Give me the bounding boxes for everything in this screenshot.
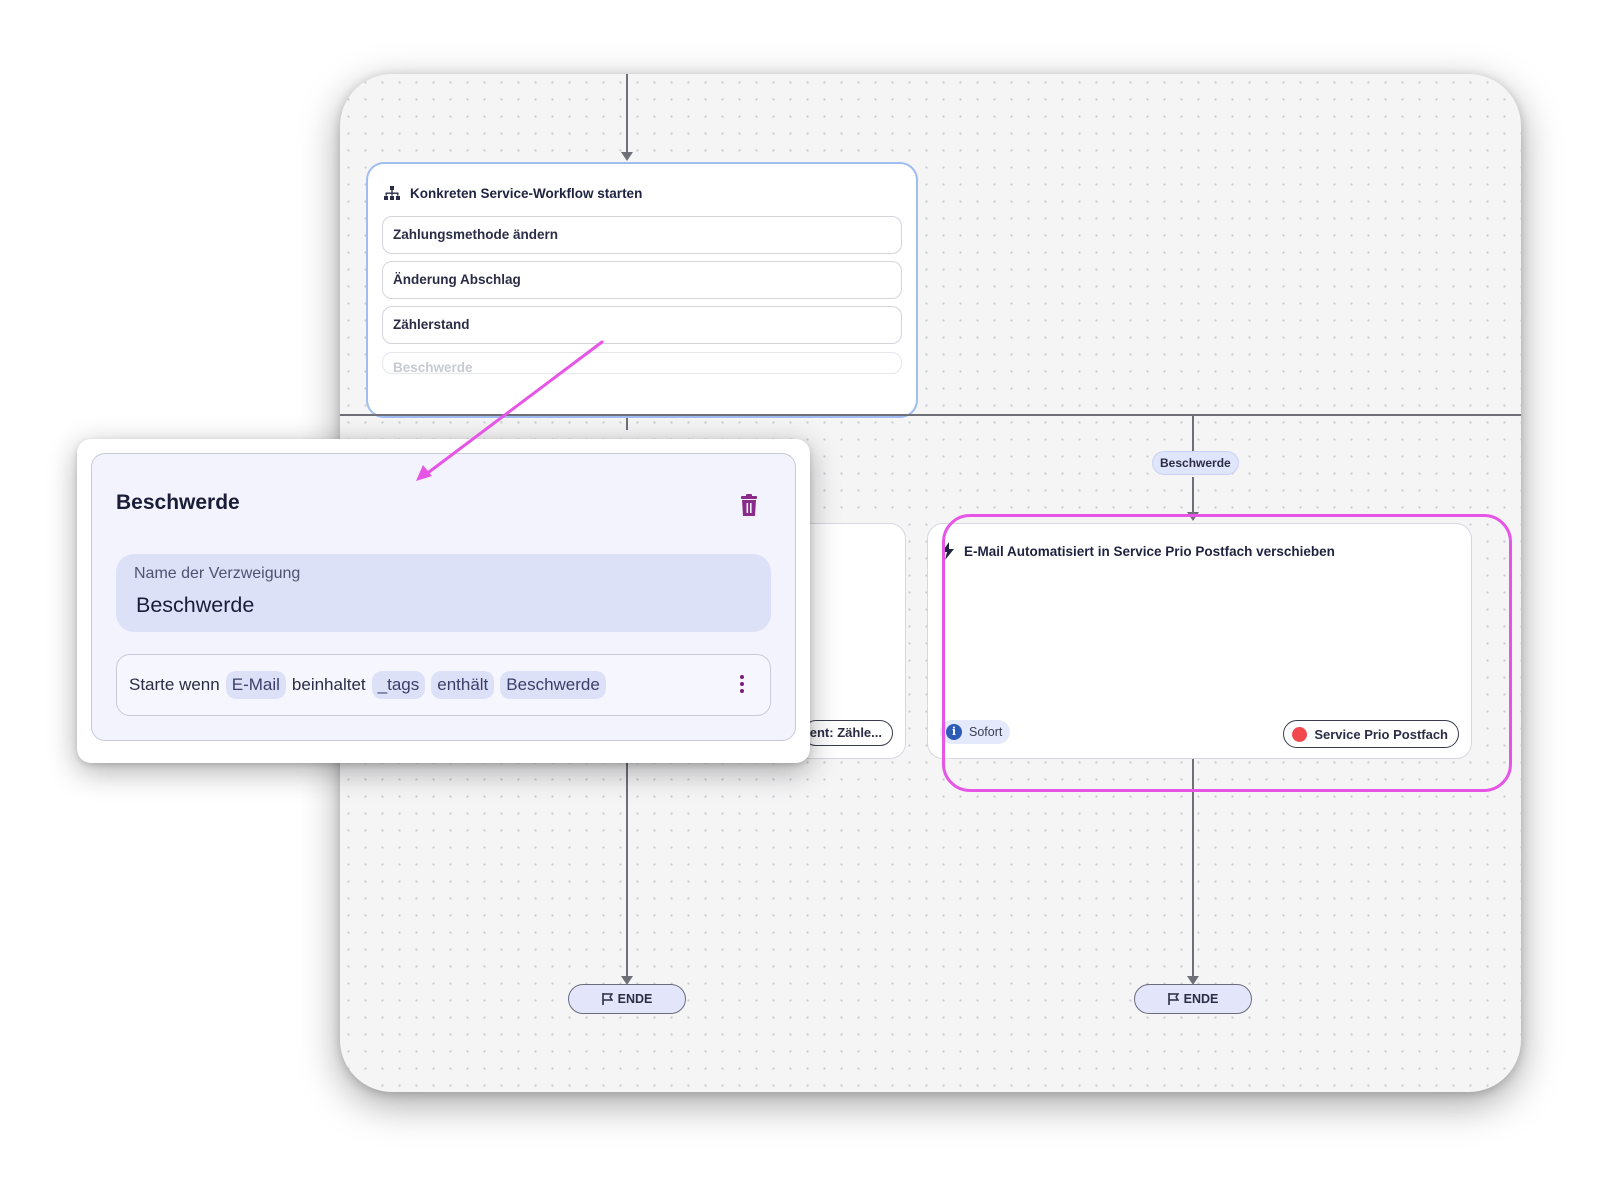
condition-verb: beinhaltet bbox=[291, 675, 366, 694]
flag-icon bbox=[601, 993, 613, 1005]
end-label: ENDE bbox=[1183, 992, 1219, 1006]
condition-value-chip[interactable]: Beschwerde bbox=[500, 671, 606, 699]
end-node-right[interactable]: ENDE bbox=[1134, 984, 1252, 1014]
branch-name-value[interactable]: Beschwerde bbox=[136, 593, 255, 617]
info-icon: i bbox=[946, 724, 962, 740]
popup-title: Beschwerde bbox=[116, 491, 240, 514]
flag-icon bbox=[1167, 993, 1179, 1005]
more-options-icon[interactable] bbox=[740, 675, 744, 695]
action-title-text: E-Mail Automatisiert in Service Prio Pos… bbox=[964, 543, 1335, 559]
target-postfach-pill[interactable]: Service Prio Postfach bbox=[1283, 720, 1459, 748]
lightning-icon bbox=[942, 542, 954, 560]
timing-label: Sofort bbox=[969, 725, 1003, 739]
option-zaehlerstand[interactable]: Zählerstand bbox=[382, 306, 902, 344]
option-zahlungsmethode[interactable]: Zahlungsmethode ändern bbox=[382, 216, 902, 254]
status-dot-icon bbox=[1292, 726, 1308, 742]
service-workflow-node[interactable]: Konkreten Service-Workflow starten Zahlu… bbox=[366, 162, 918, 418]
connector-line bbox=[1192, 477, 1194, 513]
connector-line bbox=[1192, 415, 1194, 453]
end-node-left[interactable]: ENDE bbox=[568, 984, 686, 1014]
connector-arrowhead bbox=[621, 976, 633, 985]
highlight-frame bbox=[942, 514, 1512, 792]
branch-edit-popup: Beschwerde Name der Verzweigung Beschwer… bbox=[77, 439, 810, 763]
target-pill-partial[interactable]: ent: Zähle... bbox=[802, 720, 893, 746]
end-label: ENDE bbox=[617, 992, 653, 1006]
option-beschwerde[interactable]: Beschwerde bbox=[382, 352, 902, 374]
branch-name-label: Name der Verzweigung bbox=[134, 565, 301, 582]
condition-prefix: Starte wenn bbox=[129, 675, 220, 694]
service-workflow-title: Konkreten Service-Workflow starten bbox=[384, 186, 642, 201]
condition-operator-chip[interactable]: enthält bbox=[431, 671, 495, 699]
condition-row[interactable]: Starte wenn E-Mail beinhaltet _tags enth… bbox=[116, 654, 771, 716]
action-node-prio-postfach[interactable]: E-Mail Automatisiert in Service Prio Pos… bbox=[927, 523, 1472, 759]
connector-arrowhead bbox=[621, 152, 633, 161]
sitemap-icon bbox=[384, 186, 400, 200]
branch-edit-panel: Beschwerde Name der Verzweigung Beschwer… bbox=[91, 453, 796, 741]
connector-line bbox=[626, 759, 628, 979]
connector-line bbox=[1192, 759, 1194, 979]
connector-arrowhead bbox=[1187, 976, 1199, 985]
condition-property-chip[interactable]: _tags bbox=[371, 671, 426, 699]
branch-name-field[interactable]: Name der Verzweigung Beschwerde bbox=[116, 554, 771, 632]
timing-badge[interactable]: i Sofort bbox=[940, 720, 1011, 744]
target-postfach-label: Service Prio Postfach bbox=[1314, 726, 1448, 742]
connector-line bbox=[626, 418, 628, 430]
trash-icon[interactable] bbox=[739, 494, 759, 516]
branch-label-beschwerde[interactable]: Beschwerde bbox=[1152, 451, 1239, 475]
condition-field-chip[interactable]: E-Mail bbox=[225, 671, 286, 699]
option-abschlag[interactable]: Änderung Abschlag bbox=[382, 261, 902, 299]
service-workflow-title-text: Konkreten Service-Workflow starten bbox=[410, 186, 643, 201]
connector-line bbox=[626, 74, 628, 156]
action-title: E-Mail Automatisiert in Service Prio Pos… bbox=[942, 542, 1335, 560]
branch-line bbox=[340, 414, 1521, 416]
